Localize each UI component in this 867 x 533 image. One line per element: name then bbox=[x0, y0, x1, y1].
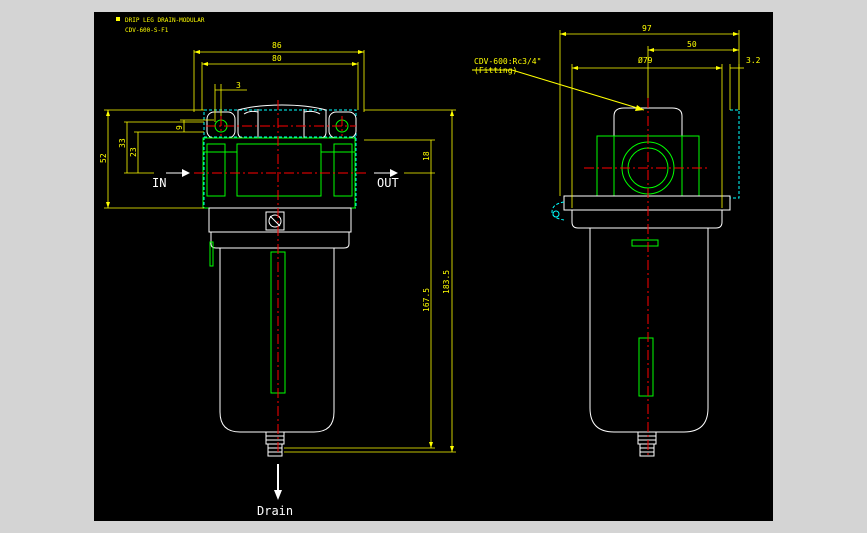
side-bowl bbox=[589, 228, 709, 433]
dim-50: 50 bbox=[687, 40, 697, 49]
in-port-label: IN bbox=[152, 176, 166, 190]
title-line-1: DRIP LEG DRAIN-MODULAR bbox=[125, 17, 205, 24]
front-collar-screw-icon bbox=[265, 211, 285, 231]
callout-line-1: CDV-600:Rc3/4" bbox=[474, 57, 541, 66]
dim-3-2: 3.2 bbox=[746, 56, 761, 65]
front-dimensions bbox=[104, 50, 456, 453]
side-view: CDV-600:Rc3/4" (Fitting) bbox=[472, 24, 761, 457]
front-top-cap bbox=[237, 104, 327, 139]
side-callout-leader bbox=[472, 69, 645, 111]
dim-80: 80 bbox=[272, 54, 282, 63]
side-base bbox=[563, 195, 731, 247]
dim-167-5: 167.5 bbox=[422, 288, 431, 312]
drain-label: Drain bbox=[257, 504, 293, 518]
dim-33: 33 bbox=[118, 138, 127, 148]
side-handle-icon bbox=[551, 109, 740, 221]
dim-52: 52 bbox=[99, 153, 108, 163]
side-dimension-arrows bbox=[560, 32, 739, 70]
in-port-arrow-icon bbox=[166, 169, 190, 177]
dim-97: 97 bbox=[642, 24, 652, 33]
callout-line-2: (Fitting) bbox=[474, 66, 517, 75]
front-bowl bbox=[219, 248, 335, 433]
front-centerlines bbox=[194, 100, 366, 452]
dim-183-5: 183.5 bbox=[442, 270, 451, 294]
front-collar bbox=[208, 207, 352, 267]
drain-arrow-icon bbox=[274, 464, 282, 500]
dim-23: 23 bbox=[129, 147, 138, 157]
dim-9: 9 bbox=[175, 125, 184, 130]
front-dimension-arrows bbox=[106, 50, 454, 452]
front-view: IN OUT Drain bbox=[99, 41, 456, 518]
out-port-arrow-icon bbox=[374, 169, 398, 177]
title-line-2: CDV-600-S-F1 bbox=[125, 27, 169, 34]
dim-18: 18 bbox=[422, 151, 431, 161]
side-drain-fitting-icon bbox=[637, 431, 657, 457]
side-centerlines bbox=[584, 98, 710, 456]
front-lugs bbox=[206, 111, 357, 139]
dim-3: 3 bbox=[236, 81, 241, 90]
cad-viewport[interactable]: DRIP LEG DRAIN-MODULAR CDV-600-S-F1 bbox=[94, 12, 773, 521]
side-dimensions bbox=[559, 30, 744, 208]
title-block: DRIP LEG DRAIN-MODULAR CDV-600-S-F1 bbox=[116, 17, 205, 34]
front-drain-fitting-icon bbox=[265, 431, 285, 457]
dim-86: 86 bbox=[272, 41, 282, 50]
title-marker-icon bbox=[116, 17, 120, 21]
out-port-label: OUT bbox=[377, 176, 399, 190]
dim-diameter-79: Ø79 bbox=[638, 55, 653, 65]
drawing-canvas: DRIP LEG DRAIN-MODULAR CDV-600-S-F1 bbox=[99, 17, 761, 518]
